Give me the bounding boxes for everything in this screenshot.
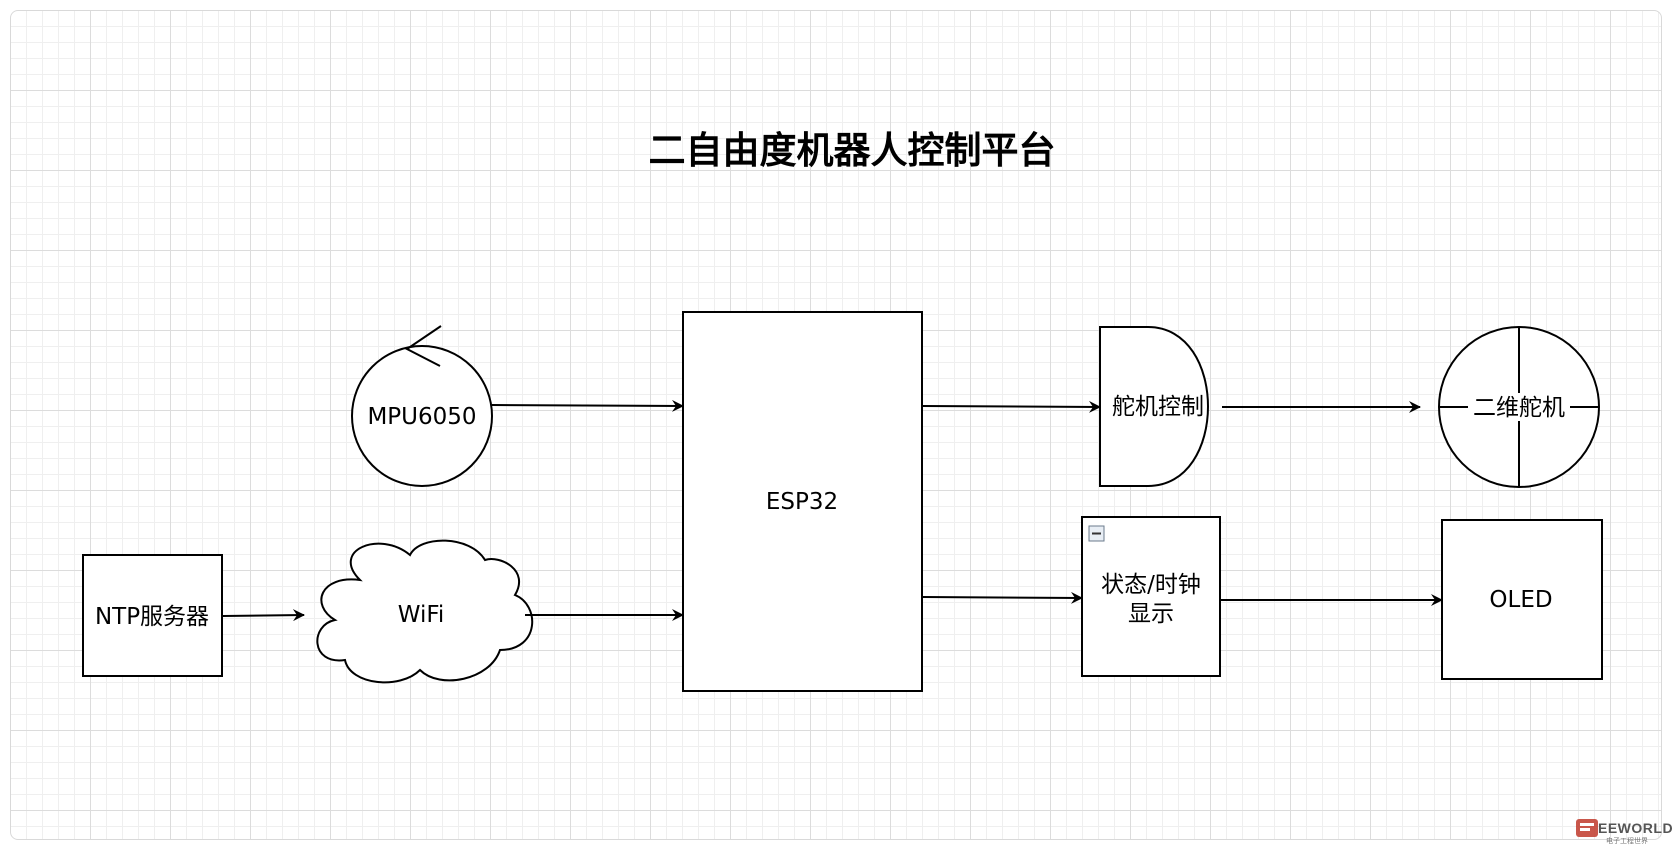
status-clock-label-line1: 状态/时钟: [1101, 572, 1201, 598]
collapse-icon[interactable]: [1088, 525, 1105, 542]
oled-label: OLED: [1489, 587, 1552, 613]
status-clock-node[interactable]: 状态/时钟 显示: [1081, 516, 1221, 677]
connector-ntp-wifi: [222, 609, 305, 622]
connector-mpu6050-esp32: [491, 399, 684, 412]
mpu6050-label: MPU6050: [367, 404, 476, 430]
diagram-title: 二自由度机器人控制平台: [649, 129, 1056, 172]
eeworld-logo-icon: [1576, 819, 1598, 837]
connector-esp32-servo-control: [922, 400, 1101, 413]
ntp-server-node[interactable]: NTP服务器: [82, 554, 223, 677]
esp32-label: ESP32: [766, 489, 838, 515]
cloud-icon: [316, 539, 534, 684]
ntp-server-label: NTP服务器: [95, 604, 209, 630]
servo-control-label: 舵机控制: [1112, 394, 1204, 420]
servo-control-node[interactable]: 舵机控制: [1099, 326, 1209, 487]
oled-node[interactable]: OLED: [1441, 519, 1603, 680]
watermark-subtitle: 电子工程世界: [1606, 837, 1648, 845]
mpu6050-node[interactable]: MPU6050: [351, 325, 493, 487]
watermark-brand: EEWORLD: [1598, 820, 1674, 836]
connector-esp32-status-clock: [922, 591, 1083, 604]
wifi-label: WiFi: [398, 602, 445, 628]
rotation-arrow-icon: [405, 325, 442, 367]
status-clock-label-line2: 显示: [1128, 601, 1174, 627]
two-axis-servo-label: 二维舵机: [1473, 395, 1565, 421]
esp32-node[interactable]: ESP32: [682, 311, 923, 692]
two-axis-servo-node[interactable]: 二维舵机: [1438, 326, 1600, 488]
wifi-node[interactable]: WiFi: [316, 539, 534, 684]
